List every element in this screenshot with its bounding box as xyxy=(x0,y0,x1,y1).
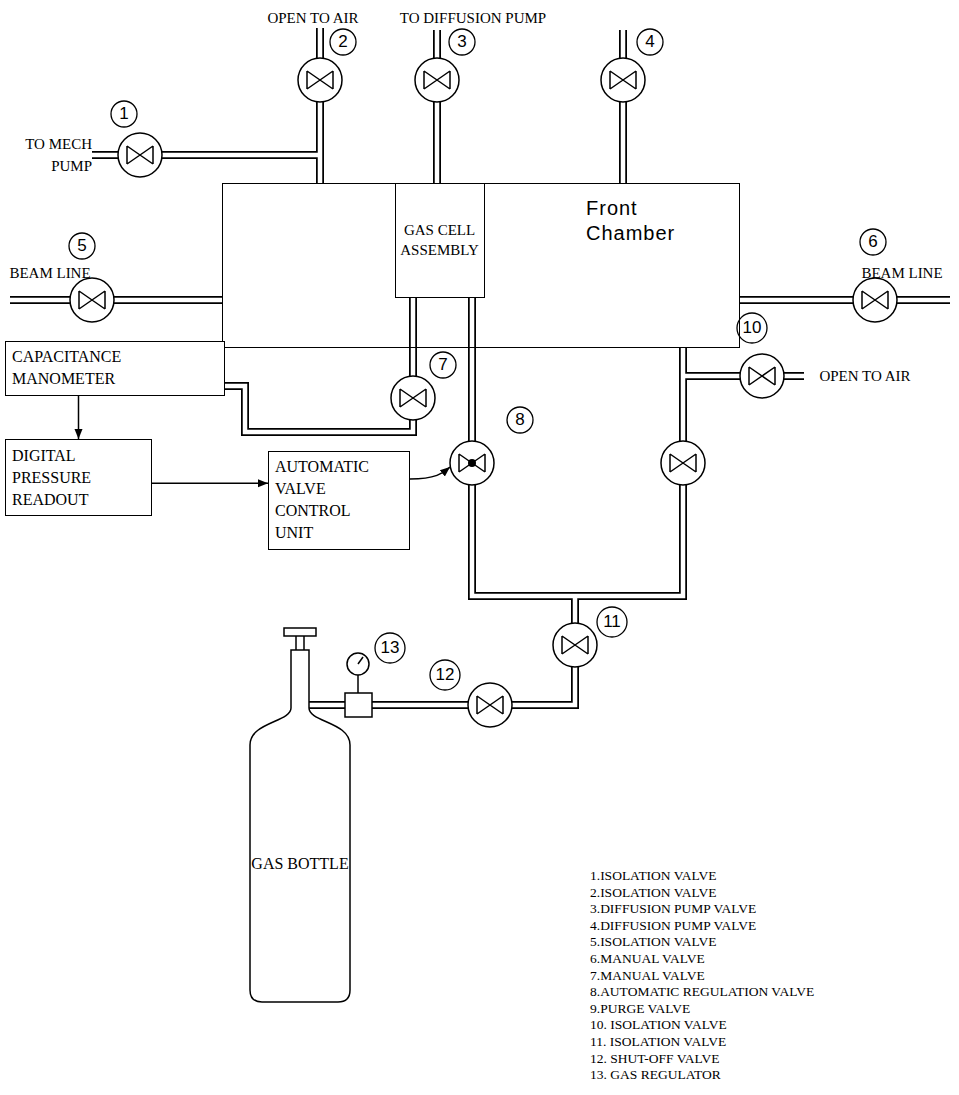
key-entry: 1.ISOLATION VALVE xyxy=(590,868,717,884)
key-entry: 4.DIFFUSION PUMP VALVE xyxy=(590,918,756,934)
manometer-box: CAPACITANCE MANOMETER xyxy=(5,341,225,396)
callout-number: 13 xyxy=(381,638,400,658)
callout-circle xyxy=(449,29,475,55)
key-entry: 12. SHUT-OFF VALVE xyxy=(590,1051,719,1067)
callout-circle xyxy=(507,407,533,433)
callout-circle xyxy=(330,29,356,55)
box-label: CAPACITANCE MANOMETER xyxy=(12,346,121,390)
key-entry: 5.ISOLATION VALVE xyxy=(590,934,717,950)
pipe-label: OPEN TO AIR xyxy=(819,366,910,386)
callout-circle xyxy=(430,352,456,378)
pipe-label: TO MECH PUMP xyxy=(8,133,92,177)
callout-number: 8 xyxy=(515,410,524,430)
gas-bottle: GAS BOTTLE xyxy=(240,624,360,1006)
valve-symbol xyxy=(450,441,494,485)
callout-number: 1 xyxy=(119,104,128,124)
valve-symbol xyxy=(661,441,705,485)
valve-symbol xyxy=(601,58,645,102)
chamber-name: Front Chamber xyxy=(586,196,675,246)
key-entry: 13. GAS REGULATOR xyxy=(590,1067,721,1083)
readout-box: DIGITAL PRESSURE READOUT xyxy=(5,439,152,516)
callout-number: 3 xyxy=(457,32,466,52)
box-label: GAS BOTTLE xyxy=(240,852,360,876)
key-entry: 2.ISOLATION VALVE xyxy=(590,885,717,901)
callout-circle xyxy=(637,29,663,55)
callout-circle xyxy=(69,233,95,259)
valve-symbol xyxy=(468,683,512,727)
pipe-label: TO DIFFUSION PUMP xyxy=(400,8,546,28)
callout-circle xyxy=(430,660,460,690)
valve-symbol xyxy=(391,376,435,420)
key-entry: 8.AUTOMATIC REGULATION VALVE xyxy=(590,984,814,1000)
callout-circle xyxy=(860,229,886,255)
key-entry: 6.MANUAL VALVE xyxy=(590,951,705,967)
key-entry: 3.DIFFUSION PUMP VALVE xyxy=(590,901,756,917)
key-entry: 10. ISOLATION VALVE xyxy=(590,1017,727,1033)
box-label: AUTOMATIC VALVE CONTROL UNIT xyxy=(275,456,369,544)
valve-symbol xyxy=(118,133,162,177)
pipe-label: BEAM LINE xyxy=(9,263,90,283)
callout-number: 7 xyxy=(438,355,447,375)
key-entry: 11. ISOLATION VALVE xyxy=(590,1034,726,1050)
control-unit-box: AUTOMATIC VALVE CONTROL UNIT xyxy=(268,451,410,550)
callout-circle xyxy=(111,101,137,127)
chamber-outline: Front Chamber GAS CELL ASSEMBLY xyxy=(222,183,740,348)
key-entry: 7.MANUAL VALVE xyxy=(590,968,705,984)
valve-symbol xyxy=(70,278,114,322)
valve-symbol xyxy=(740,354,784,398)
bottle-outline-path xyxy=(250,628,350,1002)
callout-number: 11 xyxy=(603,612,621,632)
control-signal-arrow xyxy=(410,467,450,479)
callout-number: 4 xyxy=(645,32,654,52)
pipe-label: OPEN TO AIR xyxy=(267,8,358,28)
callout-number: 6 xyxy=(868,232,877,252)
gauge-needle xyxy=(358,657,363,664)
gauge-stem xyxy=(357,675,359,693)
valve-symbol xyxy=(853,278,897,322)
regulation-valve-dot xyxy=(468,459,476,467)
valve-symbol xyxy=(415,58,459,102)
key-entry: 9.PURGE VALVE xyxy=(590,1001,690,1017)
signal-arrow xyxy=(152,483,268,485)
bottle-outline xyxy=(240,624,360,1006)
callout-circle xyxy=(597,607,627,637)
callout-number: 5 xyxy=(77,236,86,256)
gas-cell-box: GAS CELL ASSEMBLY xyxy=(395,183,485,298)
callout-circle xyxy=(375,633,405,663)
gas-regulator xyxy=(345,693,372,717)
box-label: DIGITAL PRESSURE READOUT xyxy=(12,445,91,511)
box-label: GAS CELL ASSEMBLY xyxy=(399,220,481,260)
callout-circle xyxy=(737,313,767,343)
valve-symbol xyxy=(298,58,342,102)
callout-number: 12 xyxy=(436,665,455,685)
callout-number: 10 xyxy=(743,318,762,338)
signal-arrow xyxy=(78,396,80,440)
pipe-label: BEAM LINE xyxy=(861,263,942,283)
pressure-gauge xyxy=(347,653,369,675)
callout-number: 2 xyxy=(338,32,347,52)
valve-symbol xyxy=(553,623,597,667)
